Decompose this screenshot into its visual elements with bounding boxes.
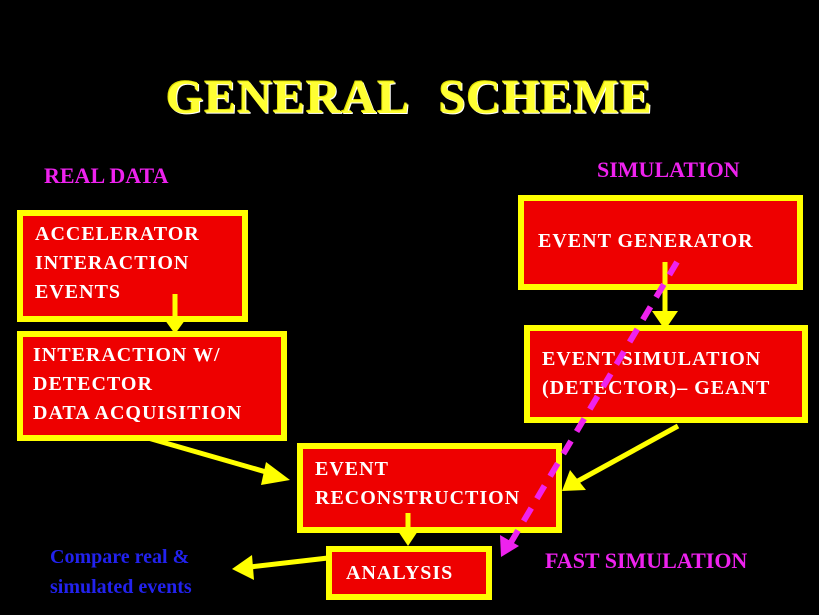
analysis-box: ANALYSIS (326, 546, 492, 600)
event-reconstruction-box: EVENT RECONSTRUCTION (297, 443, 562, 533)
arrow-analysis-to-compare (232, 555, 329, 580)
arrow-interaction-to-reconstruction (147, 435, 290, 485)
accelerator-line: INTERACTION (35, 252, 190, 274)
event-generator-line: EVENT GENERATOR (538, 230, 754, 252)
interaction-line: DETECTOR (33, 373, 153, 395)
arrow-simulation-to-reconstruction (562, 423, 680, 491)
event-generator-box: EVENT GENERATOR (518, 195, 803, 290)
interaction-detector-box: INTERACTION W/ DETECTOR DATA ACQUISITION (17, 331, 287, 441)
accelerator-box: ACCELERATOR INTERACTION EVENTS (17, 210, 248, 322)
analysis-line: ANALYSIS (346, 562, 454, 584)
fast-simulation-label: FAST SIMULATION (545, 548, 748, 573)
arrow-fast-simulation (500, 260, 680, 557)
arrow-reconstruction-to-analysis (396, 513, 420, 546)
compare-line: simulated events (50, 576, 192, 598)
interaction-line: INTERACTION W/ (33, 344, 221, 366)
interaction-line: DATA ACQUISITION (33, 402, 243, 424)
reconstruction-line: RECONSTRUCTION (315, 487, 521, 509)
event-simulation-box: EVENT SIMULATION (DETECTOR)– GEANT (524, 325, 808, 423)
arrow-accelerator-to-interaction (162, 294, 188, 334)
real-data-label: REAL DATA (44, 163, 169, 188)
reconstruction-line: EVENT (315, 458, 389, 480)
simulation-label: SIMULATION (597, 157, 740, 182)
diagram-title: GENERAL SCHEME (166, 71, 653, 124)
accelerator-line: ACCELERATOR (35, 223, 200, 245)
accelerator-line: EVENTS (35, 281, 122, 303)
event-simulation-line: EVENT SIMULATION (542, 348, 762, 370)
compare-line: Compare real & (50, 546, 190, 568)
event-simulation-line: (DETECTOR)– GEANT (542, 377, 771, 399)
compare-note: Compare real & simulated events (50, 542, 192, 602)
